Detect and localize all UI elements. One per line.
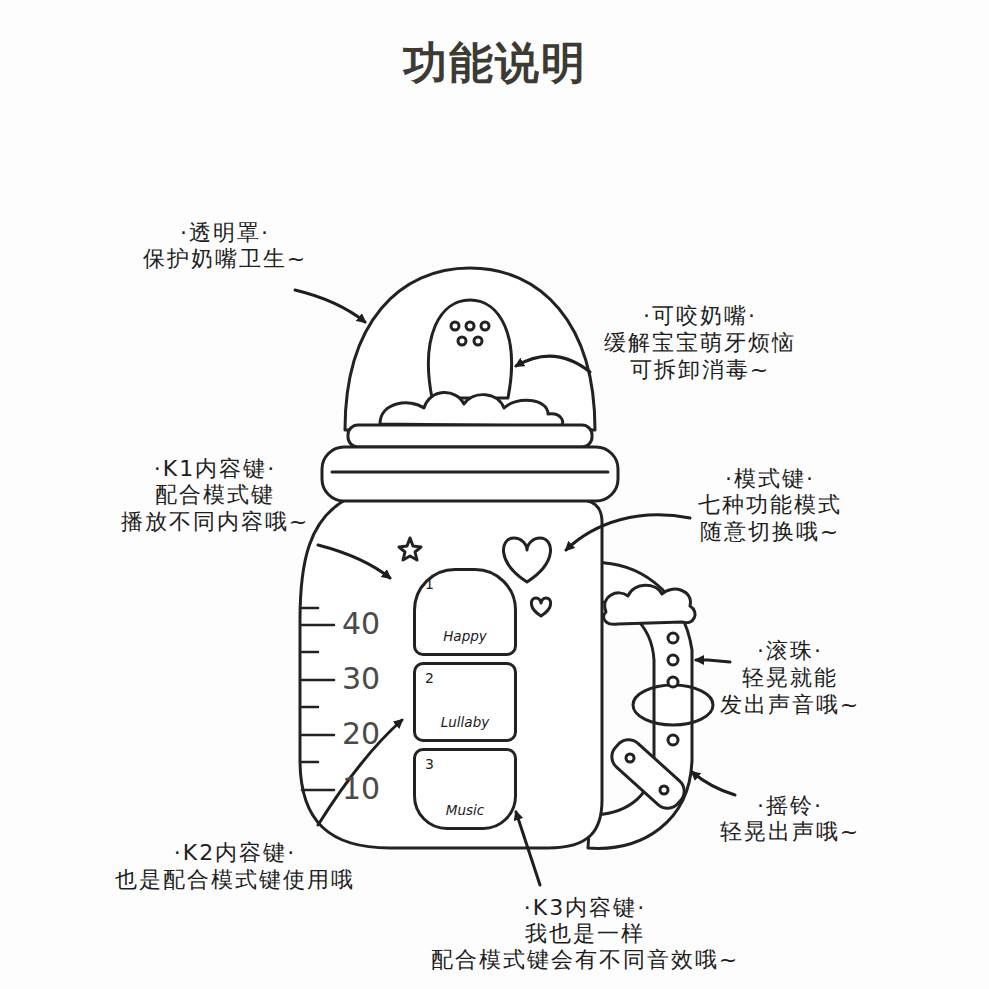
rattle: [606, 734, 690, 814]
callout-text: 缓解宝宝萌牙烦恼: [604, 330, 796, 356]
callout-text: ·K3内容键·: [524, 895, 646, 921]
scale-number: 10: [342, 773, 380, 805]
nipple-hole: [458, 337, 466, 345]
key-number: 1: [425, 576, 434, 592]
transparent-cover: [345, 268, 595, 430]
key-caption: Music: [416, 801, 514, 819]
handle-cloud: [604, 585, 695, 624]
scale-ticks: [302, 608, 334, 790]
callout-text: 轻晃出声哦~: [720, 819, 860, 845]
callout-text: ·K1内容键·: [154, 456, 276, 482]
leader-arrow: [318, 545, 390, 578]
content-key-button: 1Happy: [413, 568, 517, 656]
key-caption: Happy: [416, 627, 514, 645]
leader-arrow: [696, 660, 730, 662]
callout-text: 播放不同内容哦~: [121, 509, 309, 535]
callout-text: ·可咬奶嘴·: [643, 303, 757, 329]
callout-text: 我也是一样: [525, 921, 645, 947]
small-heart: [531, 598, 550, 616]
rattle-dot: [626, 754, 634, 762]
nipple-hole: [466, 322, 474, 330]
bottle-body: [300, 500, 602, 848]
nipple-hole: [451, 322, 459, 330]
roller-bead: [668, 633, 678, 643]
rattle-dot: [660, 786, 668, 794]
callout-text: 配合模式键会有不同音效哦~: [431, 947, 739, 973]
nipple-base: [380, 392, 563, 426]
callout-text: 轻晃就能: [742, 665, 838, 691]
leader-arrow: [516, 356, 590, 372]
callout-text: ·透明罩·: [180, 220, 270, 246]
callout-text: 七种功能模式: [698, 492, 842, 518]
scale-number: 40: [342, 608, 380, 640]
callout-text: ·K2内容键·: [174, 840, 296, 866]
callout-text: ·滚珠·: [757, 638, 823, 664]
callout-text: 发出声音哦~: [720, 692, 860, 718]
scale-number: 30: [342, 663, 380, 695]
content-key-button: 2Lullaby: [413, 662, 517, 742]
leader-arrow: [692, 772, 735, 795]
leader-arrow: [566, 515, 690, 550]
callout-text: 可拆卸消毒~: [630, 357, 770, 383]
nipple-hole: [481, 322, 489, 330]
scale-number: 20: [342, 718, 380, 750]
mode-key-heart: [503, 538, 550, 582]
title: 功能说明: [0, 34, 989, 93]
content-key-button: 3Music: [413, 748, 517, 830]
callout-text: 也是配合模式键使用哦: [115, 867, 355, 893]
callout-text: 配合模式键: [155, 482, 275, 508]
collar-line: [332, 471, 608, 474]
roller-bead: [668, 677, 678, 687]
rolling-ring: [633, 685, 713, 725]
key-caption: Lullaby: [416, 713, 514, 731]
nipple-head: [428, 300, 511, 398]
roller-bead: [668, 735, 678, 745]
collar-ring: [348, 425, 592, 447]
callout-text: ·摇铃·: [757, 793, 823, 819]
leader-arrow: [295, 290, 365, 322]
key-number: 3: [425, 756, 434, 772]
leader-arrow: [516, 812, 540, 885]
callout-text: ·模式键·: [725, 466, 815, 492]
key-number: 2: [425, 670, 434, 686]
collar: [322, 447, 618, 501]
callout-text: 保护奶嘴卫生~: [143, 246, 307, 272]
nipple-hole: [474, 337, 482, 345]
callout-text: 随意切换哦~: [700, 519, 840, 545]
roller-bead: [668, 655, 678, 665]
star: [399, 538, 421, 560]
